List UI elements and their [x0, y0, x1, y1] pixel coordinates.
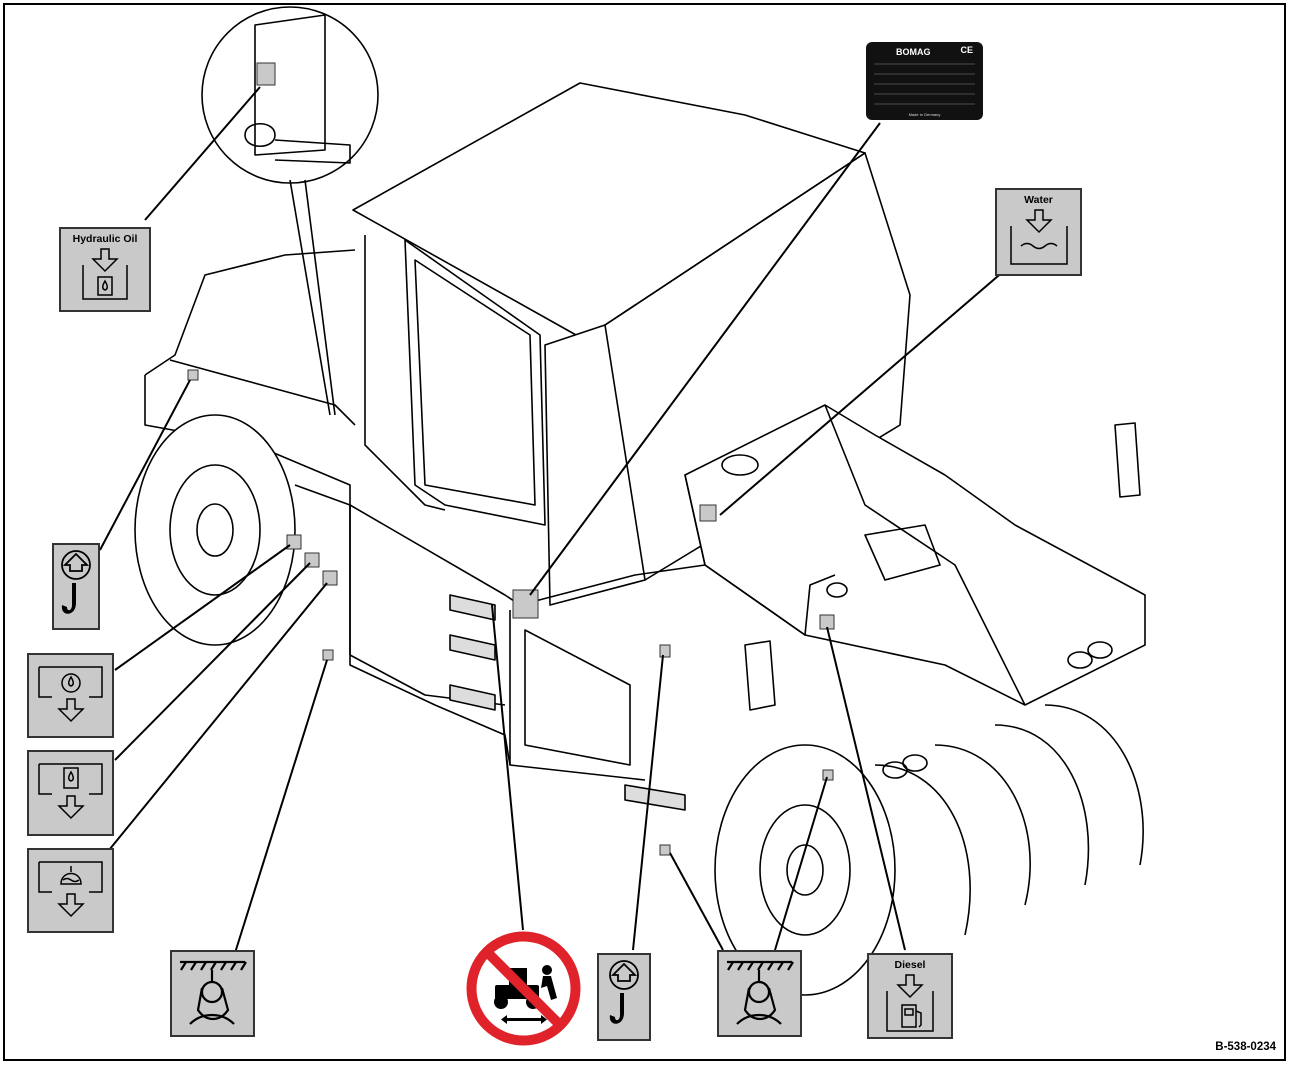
lifting-point-decal [52, 543, 100, 630]
type-plate-footer: Made in Germany [908, 112, 941, 117]
tie-down-point-decal [170, 950, 255, 1037]
water-label: Water [1024, 194, 1053, 206]
hydraulic-oil-fill-icon [82, 248, 128, 300]
drawing-frame: BOMAG CE Made in Germany Hydraulic Oil W… [3, 3, 1286, 1061]
drawing-reference-number: B-538-0234 [1215, 1041, 1276, 1053]
diesel-fill-decal: Diesel [867, 953, 953, 1039]
hydraulic-oil-label: Hydraulic Oil [72, 233, 138, 245]
hydraulic-oil-drain-icon [38, 763, 103, 820]
water-fill-decal: Water [995, 188, 1082, 276]
water-fill-icon [1010, 209, 1068, 265]
lifting-point-decal-front [597, 953, 651, 1041]
hydraulic-oil-fill-decal: Hydraulic Oil [59, 227, 151, 312]
tie-down-point-icon [180, 960, 247, 1025]
engine-oil-drain-icon [38, 666, 103, 723]
tie-down-point-decal-front [717, 950, 802, 1037]
diesel-label: Diesel [894, 959, 926, 971]
lifting-point-icon [61, 550, 91, 614]
lifting-point-icon [609, 960, 639, 1024]
compactor-machine-drawing [99, 6, 1146, 996]
type-plate-icon: BOMAG CE Made in Germany [866, 42, 983, 120]
engine-oil-drain-decal [27, 653, 114, 738]
tie-down-point-icon [727, 960, 794, 1025]
diesel-fill-icon [886, 974, 934, 1032]
type-plate-ce-mark: CE [960, 45, 973, 55]
coolant-drain-decal [27, 848, 114, 933]
hydraulic-oil-drain-decal [27, 750, 114, 836]
type-plate-brand: BOMAG [896, 47, 931, 57]
no-riding-while-moving-icon [466, 931, 581, 1046]
coolant-drain-icon [38, 861, 103, 918]
